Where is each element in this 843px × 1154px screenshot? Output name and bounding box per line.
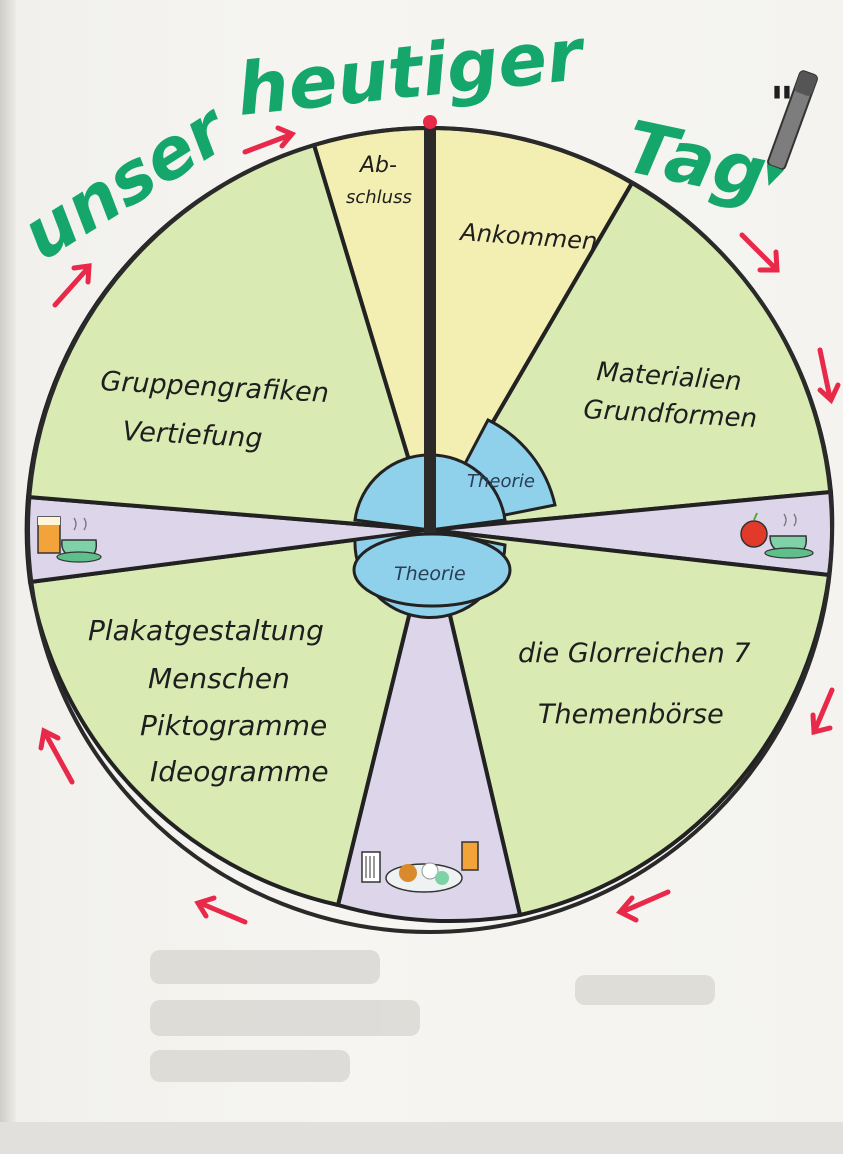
- arrow-icon: [52, 263, 92, 308]
- label-abschluss-1: Ab-: [358, 153, 397, 178]
- title-word-heutiger: heutiger: [233, 12, 591, 132]
- segment-mittag: [336, 528, 522, 924]
- label-plakat-3: Piktogramme: [140, 709, 327, 742]
- drink-break-icon: [37, 516, 102, 563]
- start-dot: [423, 115, 437, 129]
- arrow-icon: [616, 889, 671, 923]
- arrow-icon: [817, 347, 841, 405]
- arrow-icon: [739, 232, 780, 273]
- lunch-plate-icon: [361, 841, 479, 893]
- theorie-center-right: [428, 453, 507, 532]
- label-glorreichen-1: die Glorreichen 7: [518, 638, 751, 669]
- apple-coffee-icon: [740, 512, 814, 559]
- paper-bottom: [0, 1122, 843, 1154]
- label-plakat-1: Plakatgestaltung: [88, 614, 324, 647]
- label-gruppen-2: Vertiefung: [122, 416, 264, 454]
- arrow-icon: [242, 125, 297, 155]
- bleed-through: [150, 950, 715, 1082]
- label-plakat-2: Menschen: [148, 662, 290, 695]
- theory-hub: [352, 418, 557, 620]
- label-plakat-4: Ideogramme: [150, 755, 329, 788]
- paper-edge: [0, 0, 16, 1154]
- start-line: [424, 125, 436, 533]
- arrow-icon: [194, 895, 248, 925]
- label-theorie-upper: Theorie: [467, 471, 535, 492]
- label-glorreichen-2: Themenbörse: [538, 699, 724, 730]
- label-theorie-lower: Theorie: [394, 563, 466, 585]
- clockwise-arrows: [38, 125, 841, 925]
- day-wheel: [24, 125, 835, 934]
- label-abschluss-2: schluss: [346, 187, 412, 208]
- theorie-center-left: [353, 453, 432, 532]
- marker-pen-icon: [766, 70, 818, 187]
- arrow-icon: [810, 687, 835, 736]
- arrow-icon: [38, 727, 75, 785]
